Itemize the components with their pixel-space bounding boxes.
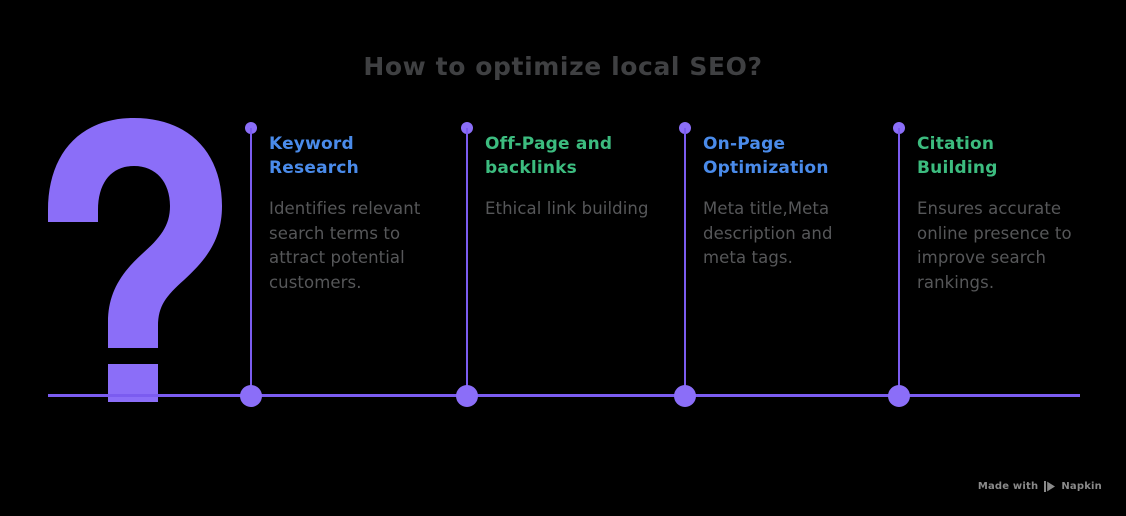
step-description: Ethical link building: [485, 199, 649, 218]
dot-marker-large-icon: [456, 385, 478, 407]
dot-marker-large-icon: [674, 385, 696, 407]
step-description: Ensures accurate online presence to impr…: [917, 199, 1072, 292]
step-heading: Keyword Research: [269, 134, 359, 178]
watermark-made-with-label: Made with: [977, 481, 1039, 492]
page-title: How to optimize local SEO?: [363, 52, 763, 81]
step-description: Identifies relevant search terms to attr…: [269, 199, 421, 292]
step-connector-line: [466, 128, 468, 396]
dot-marker-large-icon: [240, 385, 262, 407]
step-connector-line: [250, 128, 252, 396]
question-mark-icon: [40, 118, 230, 403]
dot-marker-large-icon: [888, 385, 910, 407]
step-heading: On-Page Optimization: [703, 134, 829, 178]
napkin-play-logo-icon: [1044, 481, 1056, 492]
timeline-baseline: [48, 394, 1080, 397]
step-connector-line: [684, 128, 686, 396]
step-description: Meta title,Meta description and meta tag…: [703, 199, 833, 267]
watermark[interactable]: Made with Napkin: [978, 481, 1102, 492]
step-heading: Citation Building: [917, 134, 998, 178]
step-heading: Off-Page and backlinks: [485, 134, 613, 178]
step-connector-line: [898, 128, 900, 396]
watermark-brand-label: Napkin: [1061, 481, 1102, 492]
